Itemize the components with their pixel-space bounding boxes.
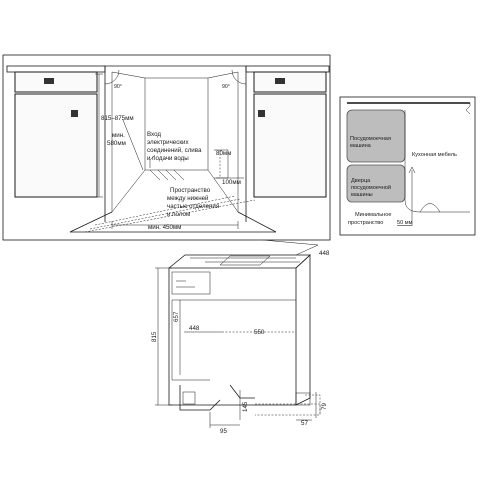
min-depth-value: 580мм	[107, 140, 126, 147]
right-cabinet-door	[253, 93, 327, 198]
furniture-outline	[404, 110, 470, 213]
right-drawer-handle	[275, 78, 285, 84]
left-cabinet-door	[14, 93, 98, 198]
niche-inner	[111, 72, 239, 212]
svg-text:между нижней: между нижней	[167, 195, 209, 202]
min-width-label: мин. 450мм	[148, 224, 181, 231]
min-depth-prefix: мин.	[112, 132, 125, 139]
floor-gap-hatch	[84, 195, 256, 233]
floor-edges	[69, 211, 277, 233]
d657-label: 657	[173, 311, 180, 322]
right-countertop	[245, 65, 330, 73]
product-dimension-drawing: 448 815 657 448 550 145 95 79 57	[151, 239, 330, 435]
svg-text:и полом: и полом	[167, 211, 190, 218]
d79-label: 79	[321, 403, 328, 410]
utility-zone-hatch	[149, 169, 185, 181]
angle-arc-left	[104, 69, 120, 85]
top-width-label: 448	[319, 250, 330, 257]
right-door-handle	[258, 110, 265, 117]
angle-left-label: 90°	[114, 84, 122, 90]
svg-text:Минимальное: Минимальное	[355, 212, 391, 218]
d95-label: 95	[220, 428, 227, 435]
svg-text:соединений, слива: соединений, слива	[147, 147, 202, 154]
side-panel-frame	[339, 96, 476, 236]
height-range-label: 815–875мм	[101, 115, 134, 122]
right-drawer	[253, 71, 327, 93]
utility-entry-label: Вход электрических соединений, слива и п…	[147, 131, 202, 162]
left-drawer	[14, 71, 98, 93]
d145-label: 145	[242, 401, 249, 412]
min-space-value: 50 мм	[397, 220, 413, 226]
svg-text:пространство: пространство	[348, 220, 383, 226]
control-panel	[171, 271, 211, 295]
kitchen-furniture-label: Кухонная мебель	[412, 152, 457, 158]
min-space-label: Минимальное пространство 50 мм	[348, 212, 413, 226]
angle-right-label: 90°	[222, 84, 230, 90]
left-door-handle	[71, 110, 78, 117]
kitchen-installation-panel: 90° 90° 815–875мм мин. 580мм Вход электр…	[2, 54, 331, 241]
body-top	[168, 254, 312, 269]
depth-dim-line	[122, 119, 144, 171]
svg-text:посудомоечной: посудомоечной	[351, 184, 391, 191]
depth-label: 550	[254, 329, 265, 336]
svg-text:электрических: электрических	[147, 139, 190, 146]
svg-text:и подачи воды: и подачи воды	[147, 155, 189, 162]
foot-left	[182, 391, 196, 405]
niche-sides	[104, 66, 247, 222]
svg-text:Посудомоечная: Посудомоечная	[350, 136, 391, 142]
side-clearance-panel: Посудомоечная машина Кухонная мебель Две…	[339, 96, 476, 236]
body-side	[295, 254, 311, 406]
door-swing-outline	[255, 403, 321, 416]
door-outline	[171, 300, 210, 381]
svg-text:машины: машины	[351, 192, 373, 198]
svg-text:машина: машина	[350, 143, 372, 149]
dishwasher-label: Посудомоечная машина	[350, 136, 391, 149]
foot-right	[295, 392, 311, 406]
svg-text:Вход: Вход	[147, 131, 161, 138]
svg-text:Дверца: Дверца	[351, 178, 371, 184]
height-label: 815	[151, 331, 158, 342]
body-outline	[168, 267, 297, 406]
niche-perspective	[111, 71, 239, 213]
angle-arc-right	[231, 69, 247, 85]
door-label: Дверца посудомоечной машины	[351, 178, 391, 198]
top-rack-detail	[190, 255, 300, 266]
dim-80-label: 80мм	[216, 150, 231, 157]
d57-label: 57	[301, 420, 308, 427]
dim-100-label: 100мм	[222, 179, 241, 186]
kitchen-panel-frame	[2, 54, 331, 241]
svg-text:Пространство: Пространство	[170, 187, 211, 194]
width-label: 448	[189, 325, 200, 332]
left-countertop	[6, 65, 106, 73]
svg-text:частью отделения: частью отделения	[167, 203, 219, 210]
left-drawer-handle	[44, 78, 54, 84]
floor-gap-label: Пространство между нижней частью отделен…	[167, 187, 219, 218]
top-width-dim	[295, 244, 319, 256]
